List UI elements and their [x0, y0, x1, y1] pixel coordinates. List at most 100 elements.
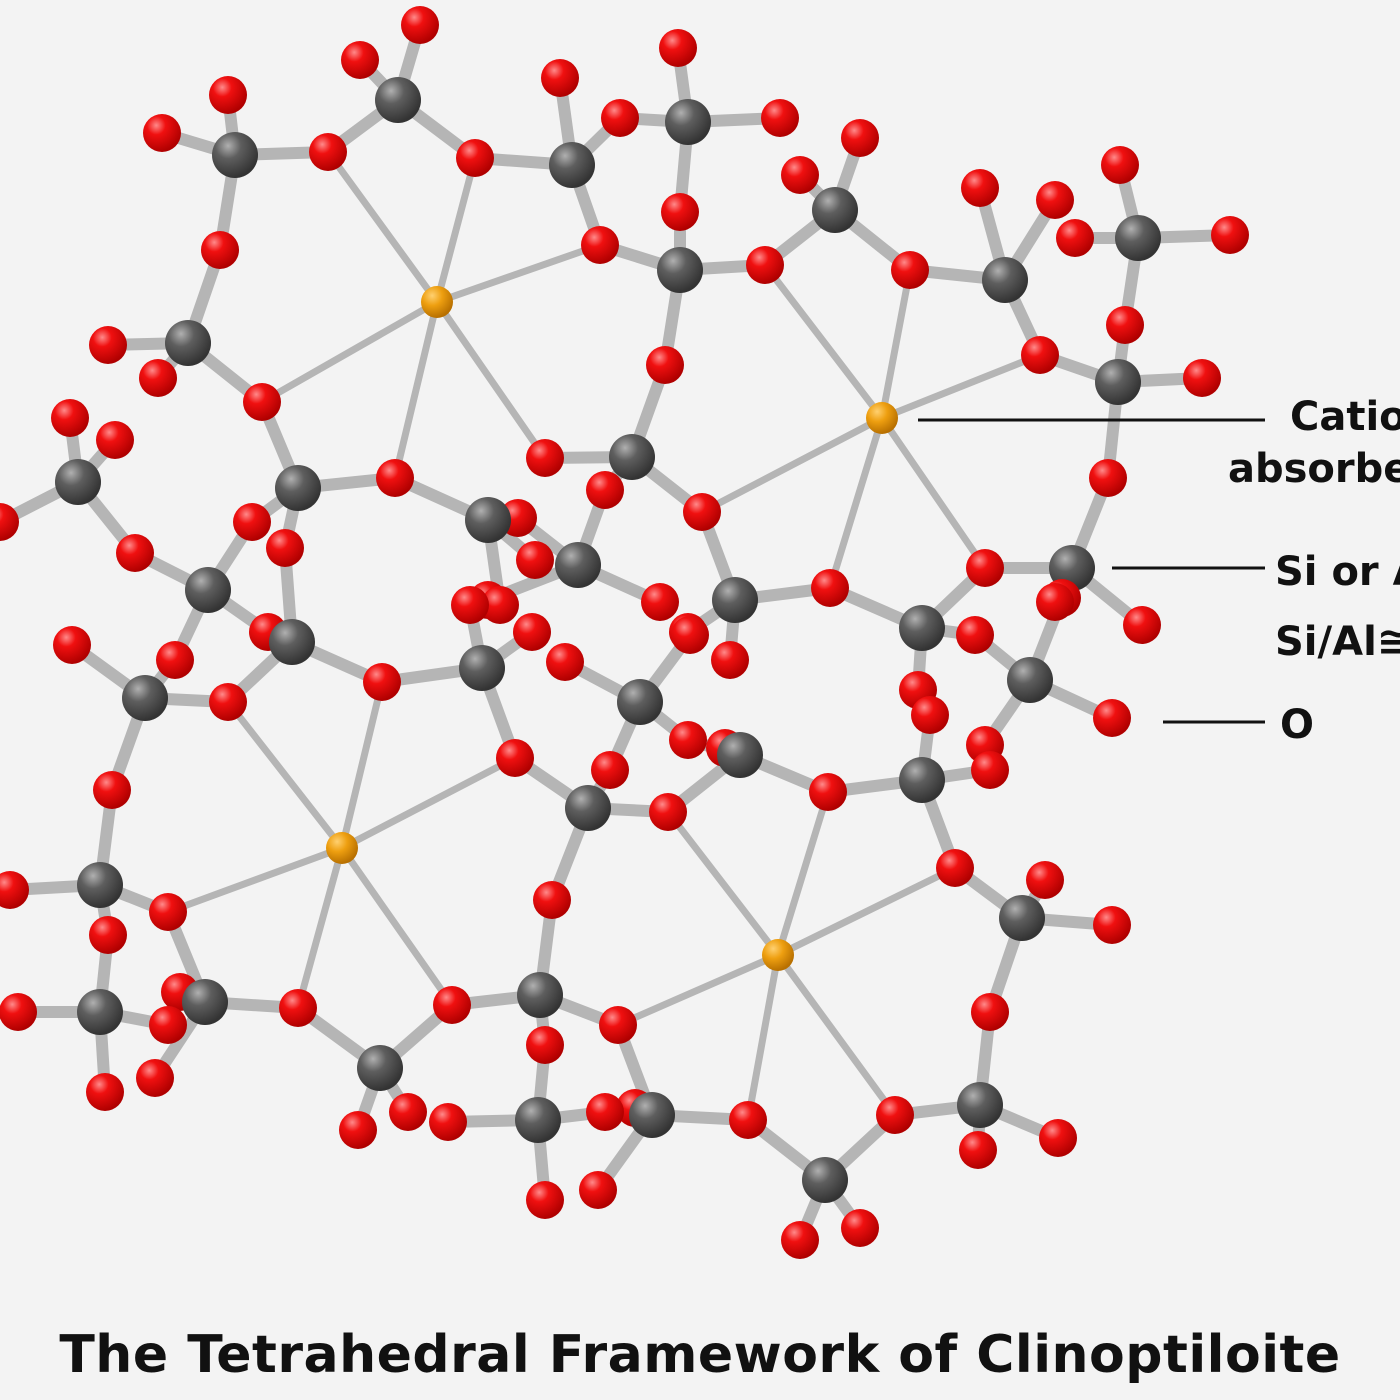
legend: Catio absorbe Si or A Si/Al≅ O — [918, 394, 1400, 748]
coordination-bond — [391, 298, 441, 482]
oxygen-atom — [53, 626, 91, 664]
oxygen-atom — [1039, 1119, 1077, 1157]
oxygen-atom — [1093, 699, 1131, 737]
oxygen-atom — [93, 771, 131, 809]
oxygen-atom — [1101, 146, 1139, 184]
coordination-bond — [338, 678, 386, 852]
oxygen-atom — [876, 1096, 914, 1134]
coordination-bond — [664, 808, 782, 959]
silicon-atom — [999, 895, 1045, 941]
oxygen-atom — [526, 439, 564, 477]
silicon-atom — [957, 1082, 1003, 1128]
cation-atom — [326, 832, 358, 864]
coordination-bond — [338, 844, 456, 1009]
cation-atom — [866, 402, 898, 434]
oxygen-atom — [209, 76, 247, 114]
silicon-atom — [185, 567, 231, 613]
oxygen-atom — [809, 773, 847, 811]
oxygen-atom — [513, 613, 551, 651]
oxygen-atom — [0, 871, 29, 909]
oxygen-atom — [683, 493, 721, 531]
oxygen-atom — [341, 41, 379, 79]
oxygen-atom — [116, 534, 154, 572]
silicon-atom — [982, 257, 1028, 303]
coordination-bond — [164, 844, 346, 916]
atom-layer — [0, 6, 1249, 1259]
oxygen-atom — [541, 59, 579, 97]
silicon-atom — [712, 577, 758, 623]
oxygen-atom — [959, 1131, 997, 1169]
oxygen-atom — [586, 1093, 624, 1131]
oxygen-atom — [1211, 216, 1249, 254]
coordination-bond — [433, 241, 604, 306]
cation-atom — [762, 939, 794, 971]
oxygen-atom — [579, 1171, 617, 1209]
oxygen-atom — [811, 569, 849, 607]
oxygen-atom — [51, 399, 89, 437]
silicon-atom — [899, 757, 945, 803]
oxygen-atom — [309, 133, 347, 171]
coordination-bond — [324, 148, 441, 306]
oxygen-atom — [956, 616, 994, 654]
oxygen-atom — [1106, 306, 1144, 344]
coordination-bond — [826, 414, 886, 592]
cation-label-line2: absorbe — [1228, 446, 1400, 492]
silicon-atom — [375, 77, 421, 123]
si-label-line2: Si/Al≅ — [1275, 619, 1400, 665]
silicon-atom — [517, 972, 563, 1018]
oxygen-atom — [599, 1006, 637, 1044]
coordination-bond — [774, 864, 959, 959]
silicon-atom — [565, 785, 611, 831]
oxygen-atom — [456, 139, 494, 177]
oxygen-atom — [746, 246, 784, 284]
oxygen-atom — [266, 529, 304, 567]
oxygen-atom — [201, 231, 239, 269]
silicon-atom — [269, 619, 315, 665]
oxygen-atom — [891, 251, 929, 289]
oxygen-atom — [649, 793, 687, 831]
cation-atom — [421, 286, 453, 318]
coordination-bond — [294, 844, 346, 1012]
oxygen-atom — [433, 986, 471, 1024]
oxygen-atom — [1183, 359, 1221, 397]
oxygen-atom — [401, 6, 439, 44]
silicon-atom — [122, 675, 168, 721]
oxygen-atom — [451, 586, 489, 624]
silicon-atom — [165, 320, 211, 366]
oxygen-atom — [1036, 181, 1074, 219]
oxygen-atom — [841, 119, 879, 157]
oxygen-atom — [659, 29, 697, 67]
silicon-atom — [899, 605, 945, 651]
silicon-atom — [357, 1045, 403, 1091]
oxygen-atom — [781, 156, 819, 194]
oxygen-atom — [516, 541, 554, 579]
oxygen-atom — [966, 549, 1004, 587]
oxygen-atom — [911, 696, 949, 734]
oxygen-atom — [0, 503, 19, 541]
silicon-atom — [812, 187, 858, 233]
oxygen-atom — [389, 1093, 427, 1131]
si-label-line1: Si or A — [1275, 549, 1400, 595]
oxygen-atom — [761, 99, 799, 137]
silicon-atom — [459, 645, 505, 691]
silicon-atom — [717, 732, 763, 778]
coordination-bond — [338, 754, 519, 852]
oxygen-atom — [1036, 583, 1074, 621]
oxygen-atom — [641, 583, 679, 621]
silicon-atom — [802, 1157, 848, 1203]
coordination-bond — [614, 951, 782, 1029]
oxygen-atom — [526, 1026, 564, 1064]
silicon-atom — [1007, 657, 1053, 703]
silicon-atom — [515, 1097, 561, 1143]
oxygen-atom — [971, 751, 1009, 789]
oxygen-atom — [781, 1221, 819, 1259]
oxygen-atom — [586, 471, 624, 509]
coordination-bond — [878, 414, 989, 572]
oxygen-atom — [279, 989, 317, 1027]
silicon-atom — [182, 979, 228, 1025]
oxygen-atom — [339, 1111, 377, 1149]
oxygen-atom — [601, 99, 639, 137]
silicon-atom — [212, 132, 258, 178]
oxygen-atom — [671, 616, 709, 654]
coordination-bond — [433, 298, 549, 462]
